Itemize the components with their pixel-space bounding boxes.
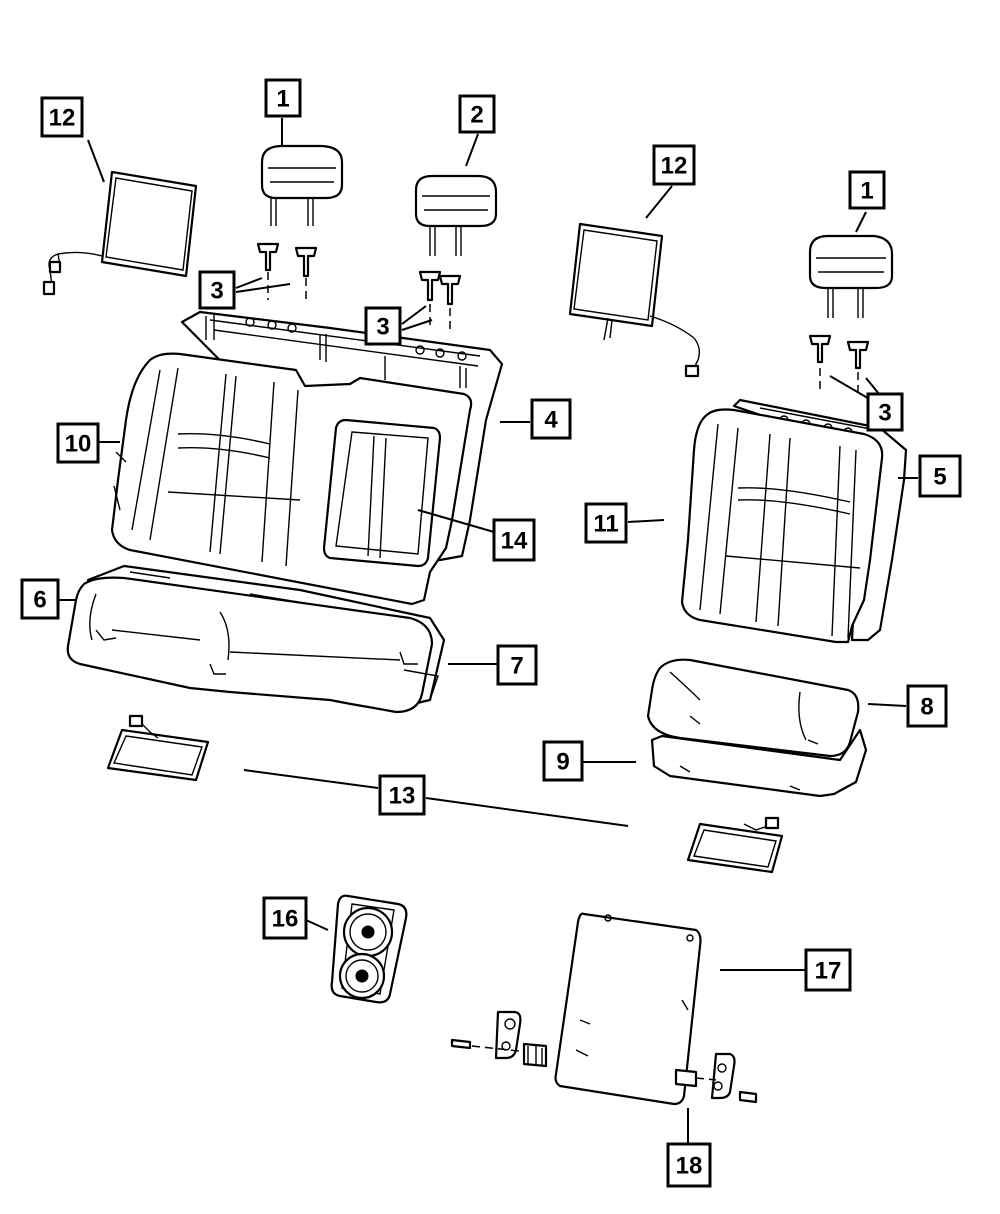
callout-10: 10	[56, 422, 100, 464]
headrest-guides-40[interactable]	[808, 334, 870, 396]
hinge-right[interactable]	[674, 1052, 758, 1104]
callout-3-right: 3	[866, 392, 904, 432]
callout-5: 5	[918, 454, 962, 498]
headrest-guides-left[interactable]	[256, 242, 318, 304]
callout-13: 13	[378, 774, 426, 816]
callout-12-left: 12	[40, 96, 84, 138]
svg-text:3: 3	[376, 314, 389, 341]
seatback-cover-60[interactable]	[110, 352, 473, 606]
headrest-40[interactable]	[808, 234, 894, 318]
callout-18: 18	[666, 1142, 712, 1188]
heated-seatback-element-left[interactable]	[42, 170, 198, 296]
svg-text:1: 1	[860, 178, 873, 205]
svg-text:3: 3	[878, 400, 891, 427]
svg-text:17: 17	[815, 958, 842, 985]
svg-text:2: 2	[470, 102, 483, 129]
headrest-guides-right[interactable]	[418, 270, 462, 334]
callout-14: 14	[492, 518, 536, 562]
seat-cushion-frame-40[interactable]	[650, 728, 868, 798]
headrest-left[interactable]	[260, 144, 344, 226]
callout-1-right: 1	[848, 170, 886, 210]
callout-2: 2	[458, 94, 496, 134]
svg-text:18: 18	[676, 1153, 703, 1180]
heated-seat-element-right[interactable]	[686, 816, 784, 874]
headrest-right[interactable]	[414, 174, 498, 256]
svg-text:9: 9	[556, 749, 569, 776]
svg-text:7: 7	[510, 653, 523, 680]
seat-cushion-cover-40[interactable]	[646, 658, 860, 758]
svg-text:4: 4	[544, 407, 558, 434]
svg-text:11: 11	[593, 511, 618, 538]
hinge-left[interactable]	[450, 1010, 548, 1068]
svg-text:14: 14	[501, 528, 528, 555]
callout-3-left: 3	[198, 270, 236, 310]
callout-4: 4	[530, 398, 572, 440]
callout-8: 8	[906, 684, 948, 728]
callout-11: 11	[584, 502, 628, 544]
callout-3-center: 3	[364, 306, 402, 346]
cup-holder[interactable]	[330, 894, 408, 1004]
seatback-back-panel[interactable]	[554, 912, 702, 1106]
callout-9: 9	[542, 740, 584, 782]
svg-text:8: 8	[920, 694, 933, 721]
svg-text:12: 12	[661, 153, 688, 180]
callout-12-right: 12	[652, 144, 696, 186]
svg-text:12: 12	[49, 105, 76, 132]
seatback-cover-40[interactable]	[680, 408, 884, 644]
svg-text:6: 6	[33, 587, 46, 614]
svg-text:10: 10	[65, 431, 92, 458]
svg-text:1: 1	[276, 86, 289, 113]
callout-1-left: 1	[264, 78, 302, 118]
heated-seatback-element-right[interactable]	[568, 222, 701, 378]
heated-seat-element-left[interactable]	[106, 714, 210, 782]
svg-text:13: 13	[389, 783, 416, 810]
svg-text:3: 3	[210, 278, 223, 305]
callout-6: 6	[20, 578, 60, 620]
callout-17: 17	[804, 948, 852, 992]
callout-16: 16	[262, 896, 308, 940]
seat-cushion-cover-60[interactable]	[66, 576, 439, 714]
svg-text:16: 16	[272, 906, 299, 933]
svg-text:5: 5	[933, 464, 946, 491]
callout-7: 7	[496, 644, 538, 686]
